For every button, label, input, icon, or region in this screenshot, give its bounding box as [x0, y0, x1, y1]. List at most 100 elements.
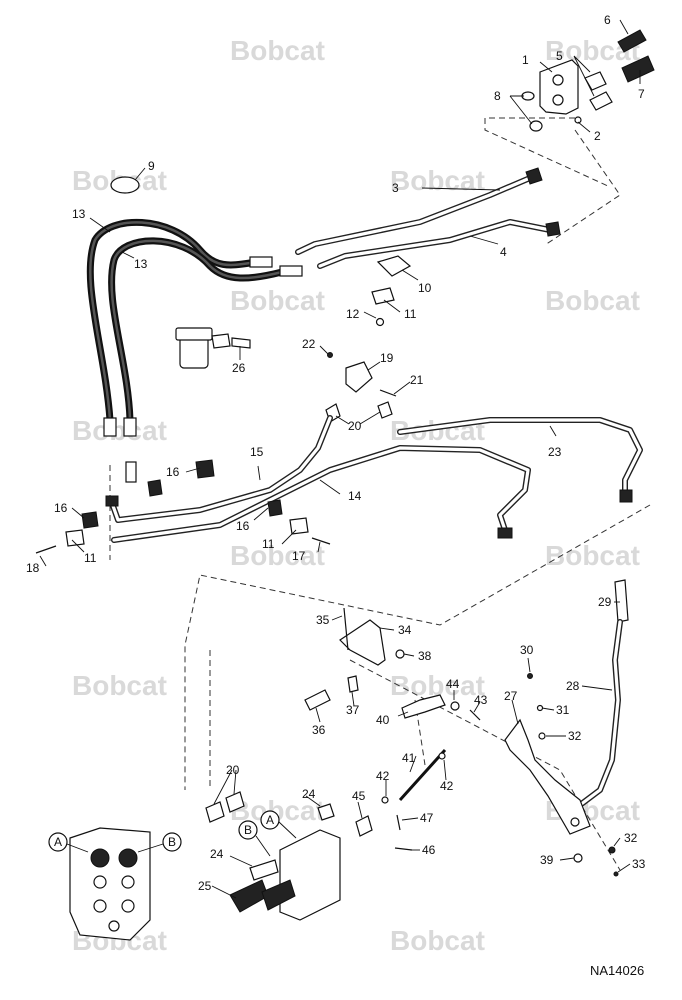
tube-clamp-block	[371, 255, 412, 327]
valve-fitting	[249, 859, 279, 881]
tube-fill	[110, 416, 332, 522]
callout-13: 13	[72, 207, 86, 221]
linkage-assembly	[304, 607, 481, 851]
tubeline-14	[111, 445, 531, 543]
adapter-fitting	[377, 401, 393, 419]
callout-11: 11	[404, 307, 417, 321]
callout-45: 45	[352, 789, 366, 803]
watermark-text: Bobcat	[72, 415, 167, 446]
watermark: Bobcat	[230, 35, 325, 66]
tube-nut	[619, 489, 633, 503]
valve-port	[90, 848, 110, 868]
port-marker-circle	[48, 832, 68, 852]
port-marker-circle	[238, 820, 258, 840]
callout-10: 10	[418, 281, 432, 295]
oil-filter-assembly	[175, 327, 251, 369]
valve-port	[108, 920, 120, 932]
port-marker-label: B	[244, 823, 252, 837]
tube-fill	[112, 446, 530, 542]
hose-fitting	[125, 461, 137, 483]
clamp-band	[110, 176, 140, 194]
bolt	[311, 537, 331, 545]
adapter-fitting	[317, 803, 335, 821]
washer	[536, 704, 544, 712]
callout-labels: 1 2 3 4 5 6 7 8 9 10 11 11 11 12 13 13 1…	[26, 13, 646, 893]
tube-fill	[296, 176, 532, 254]
port-marker-b-valve: B	[238, 820, 271, 857]
bracket-hole	[552, 74, 564, 86]
hose-fitting	[103, 417, 117, 437]
watermark: Bobcat	[230, 285, 325, 316]
callout-2: 2	[594, 129, 601, 143]
port-marker-circle	[162, 832, 182, 852]
quick-coupler-female	[617, 29, 647, 53]
hose-fitting	[123, 417, 137, 437]
valve-port	[93, 899, 107, 913]
callout-34: 34	[398, 623, 412, 637]
tubeline-4	[317, 219, 561, 269]
ball-check	[327, 352, 333, 358]
callout-47: 47	[420, 811, 434, 825]
callout-23: 23	[548, 445, 562, 459]
nut	[438, 752, 446, 760]
adapter-fitting	[205, 801, 225, 823]
lever-bracket	[504, 718, 591, 835]
adapter-fitting	[584, 71, 607, 91]
adapter-fitting	[589, 91, 613, 111]
clamp	[195, 459, 215, 479]
callout-1: 1	[522, 53, 529, 67]
tee-fitting-assembly	[325, 352, 397, 423]
callout-43: 43	[474, 693, 488, 707]
bolt	[574, 116, 582, 124]
hose-fitting	[249, 256, 273, 268]
valve-spool	[229, 879, 269, 913]
callout-5: 5	[556, 49, 563, 63]
callout-35: 35	[316, 613, 330, 627]
screw	[527, 673, 533, 679]
port-marker-label: A	[266, 813, 274, 827]
callout-9: 9	[148, 159, 155, 173]
watermark-text: Bobcat	[230, 35, 325, 66]
nut	[573, 853, 583, 863]
tube-nut	[525, 167, 543, 185]
watermark: Bobcat	[390, 925, 485, 956]
callout-40: 40	[376, 713, 390, 727]
callout-3: 3	[392, 181, 399, 195]
hose-fill	[89, 221, 252, 422]
clamp-plate	[371, 287, 395, 305]
callout-30: 30	[520, 643, 534, 657]
nut	[375, 317, 385, 327]
control-lever-assembly	[504, 579, 629, 877]
hose-13-outer	[86, 218, 254, 424]
valve-body	[279, 829, 341, 921]
pin	[394, 847, 413, 851]
watermark: Bobcat	[390, 165, 485, 196]
watermark-text: Bobcat	[230, 540, 325, 571]
callout-32: 32	[624, 831, 638, 845]
valve-port	[121, 875, 135, 889]
callout-16: 16	[54, 501, 68, 515]
callout-24: 24	[302, 787, 316, 801]
clevis	[355, 815, 373, 837]
coupler-bracket-assembly	[521, 29, 655, 132]
callout-11: 11	[262, 537, 275, 551]
callout-20: 20	[348, 419, 362, 433]
guide-line	[484, 117, 609, 187]
callout-29: 29	[598, 595, 612, 609]
callout-27: 27	[504, 689, 518, 703]
tube-clamps	[35, 459, 331, 554]
callout-16: 16	[236, 519, 250, 533]
valve-port	[93, 875, 107, 889]
bracket-hole	[570, 817, 580, 827]
filter-bolt	[231, 337, 251, 349]
callout-19: 19	[380, 351, 394, 365]
nut	[395, 649, 405, 659]
callout-33: 33	[632, 857, 646, 871]
tubeline-23	[397, 417, 643, 495]
hose-fitting	[279, 265, 303, 277]
nut	[538, 732, 546, 740]
watermark-text: Bobcat	[230, 285, 325, 316]
control-valve-assembly	[205, 791, 341, 921]
callout-44: 44	[446, 677, 460, 691]
